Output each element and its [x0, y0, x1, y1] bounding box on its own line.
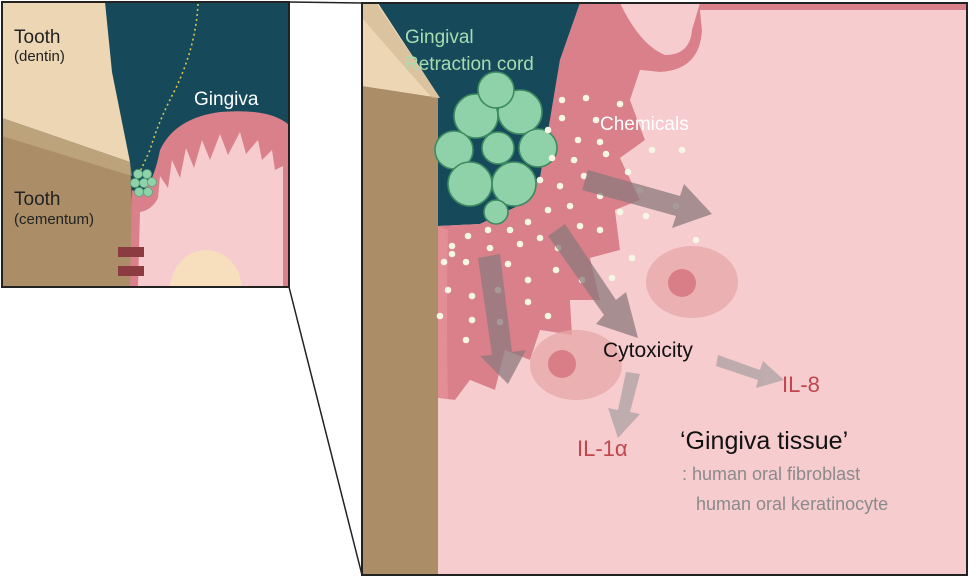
inset-bone — [170, 250, 242, 287]
label-tooth-cementum: Tooth — [14, 189, 60, 210]
label-il1a: IL-1α — [577, 436, 628, 461]
main-panel: Gingival Retraction cord Chemicals Cytox… — [362, 3, 967, 575]
chemical-dot — [624, 168, 632, 176]
chemical-dot — [484, 226, 492, 234]
label-fibroblast: : human oral fibroblast — [682, 464, 860, 484]
chemical-dot — [436, 312, 444, 320]
chemical-dot — [642, 212, 650, 220]
chemical-dot — [544, 126, 552, 134]
chemical-dot — [448, 250, 456, 258]
chemical-dot — [448, 242, 456, 250]
cell-nucleus — [668, 269, 696, 297]
chemical-dot — [536, 176, 544, 184]
chemical-dot — [596, 138, 604, 146]
chemical-dot — [462, 336, 470, 344]
inset-gingival-margin — [135, 3, 199, 181]
ligament-mark — [118, 247, 144, 257]
arrow-to-il1a — [608, 372, 640, 438]
chemical-dot — [548, 154, 556, 162]
retraction-cord — [434, 71, 558, 225]
chemical-dot — [566, 202, 574, 210]
diffusion-arrows — [478, 170, 712, 384]
chemical-dot — [544, 312, 552, 320]
ligament-mark — [118, 266, 144, 276]
arrow-down-right — [548, 224, 638, 338]
label-cord-line2: Retraction cord — [405, 54, 534, 75]
chemical-dot — [602, 150, 610, 158]
arrow-to-il8 — [716, 355, 784, 388]
chemical-dot — [468, 292, 476, 300]
label-tooth-cementum-sub: (cementum) — [14, 211, 94, 228]
chemical-dot — [580, 172, 588, 180]
chemical-dot — [608, 274, 616, 282]
chemical-dot — [616, 208, 624, 216]
chemical-dot — [648, 146, 656, 154]
chemical-dot — [440, 258, 448, 266]
chemical-dot — [506, 226, 514, 234]
chemical-dot — [524, 218, 532, 226]
chemical-dot — [592, 116, 600, 124]
chemical-dot — [536, 234, 544, 242]
chemical-dot — [544, 206, 552, 214]
chemical-dot — [558, 96, 566, 104]
chemical-dot — [464, 232, 472, 240]
chemical-dot — [462, 258, 470, 266]
chemical-dot — [570, 156, 578, 164]
label-gingiva: Gingiva — [194, 89, 259, 110]
inset-gingiva-light — [138, 132, 283, 287]
inset-panel: Tooth (dentin) Tooth (cementum) Gingiva — [2, 2, 289, 287]
cell — [530, 330, 622, 400]
chemical-dot — [444, 286, 452, 294]
label-cytoxicity: Cytoxicity — [603, 339, 693, 362]
chemical-dot — [576, 222, 584, 230]
tooth-dentin — [2, 2, 130, 162]
main-tooth-cementum — [362, 80, 438, 575]
chemical-dot — [558, 114, 566, 122]
cytokine-arrows — [608, 355, 784, 438]
chemical-dot — [516, 240, 524, 248]
zoom-connector — [288, 1, 363, 576]
inset-retraction-cord — [130, 169, 157, 197]
chemical-dot — [628, 254, 636, 262]
chemical-dot — [556, 182, 564, 190]
label-keratinocyte: human oral keratinocyte — [696, 494, 888, 514]
chemical-dot — [504, 260, 512, 268]
label-tooth-dentin: Tooth — [14, 27, 60, 48]
chemical-dot — [616, 100, 624, 108]
chemical-dot — [574, 136, 582, 144]
chemical-dot — [582, 94, 590, 102]
chemical-dot — [596, 226, 604, 234]
chemical-dot — [486, 244, 494, 252]
arrow-right — [582, 170, 712, 228]
arrow-down-left — [478, 254, 526, 384]
chemical-dot — [552, 266, 560, 274]
chemical-dot — [468, 316, 476, 324]
label-chemicals: Chemicals — [600, 114, 689, 135]
chemical-dot — [524, 298, 532, 306]
label-cord-line1: Gingival — [405, 27, 474, 48]
cell-nucleus — [548, 350, 576, 378]
label-il8: IL-8 — [782, 372, 820, 397]
label-tissue-title: ‘Gingiva tissue’ — [680, 427, 848, 455]
main-gingiva-epithelium — [438, 3, 967, 400]
chemical-dot — [692, 236, 700, 244]
chemical-dot — [524, 276, 532, 284]
chemical-dot — [678, 146, 686, 154]
label-tooth-dentin-sub: (dentin) — [14, 48, 65, 65]
